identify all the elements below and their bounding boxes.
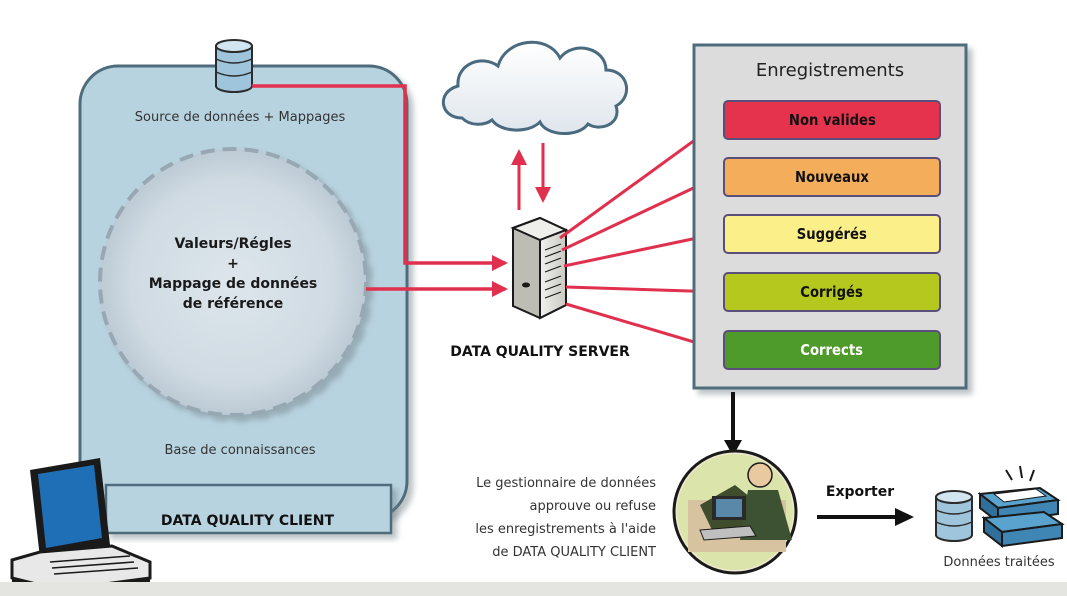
client-label: DATA QUALITY CLIENT: [160, 513, 335, 529]
export-label: Exporter: [825, 484, 895, 500]
category-corrects: Corrects: [723, 330, 941, 370]
cloud-sync-arrows: [511, 143, 551, 210]
kb-label: Base de connaissances: [164, 443, 316, 458]
kb-line-plus: +: [227, 256, 239, 272]
data-steward-illustration: [672, 449, 798, 575]
category-label: Non valides: [788, 111, 876, 129]
client-bar: [104, 483, 393, 535]
category-corriges: Corrigés: [723, 272, 941, 312]
category-label: Nouveaux: [795, 168, 869, 186]
source-label: Source de données + Mappages: [134, 110, 346, 125]
review-arrow: [724, 392, 742, 456]
category-label: Corrigés: [800, 283, 864, 301]
category-suggeres: Suggérés: [723, 214, 941, 254]
kb-line-mapping: Mappage de données: [148, 276, 318, 292]
server-input-arrows: [252, 84, 508, 297]
category-label: Corrects: [800, 341, 864, 359]
category-nouveaux: Nouveaux: [723, 157, 941, 197]
database-icon: [215, 39, 253, 93]
export-arrow: [817, 508, 914, 526]
server-label: DATA QUALITY SERVER: [450, 344, 630, 360]
footer-strip: [0, 582, 1067, 596]
laptop-icon: [10, 458, 152, 596]
knowledge-base-circle: [98, 147, 368, 417]
records-title: Enregistrements: [755, 60, 905, 81]
category-non-valides: Non valides: [723, 100, 941, 140]
kb-line-reference: de référence: [182, 296, 284, 312]
processed-label: Données traitées: [943, 555, 1055, 570]
kb-line-values: Valeurs/Régles: [174, 236, 292, 252]
server-icon: [510, 216, 569, 320]
inbox-tray-icon: [977, 465, 1065, 549]
steward-line-1: Le gestionnaire de données: [476, 476, 656, 491]
kb-center-text: Valeurs/Régles + Mappage de données de r…: [133, 234, 333, 314]
cloud-icon: [441, 40, 628, 136]
steward-line-2: approuve ou refuse: [529, 499, 656, 514]
steward-line-3: les enregistrements à l'aide: [475, 522, 656, 537]
steward-text: Le gestionnaire de données approuve ou r…: [440, 472, 656, 564]
category-label: Suggérés: [796, 225, 868, 243]
processed-database-icon: [935, 490, 973, 542]
steward-line-4: de DATA QUALITY CLIENT: [492, 545, 656, 560]
